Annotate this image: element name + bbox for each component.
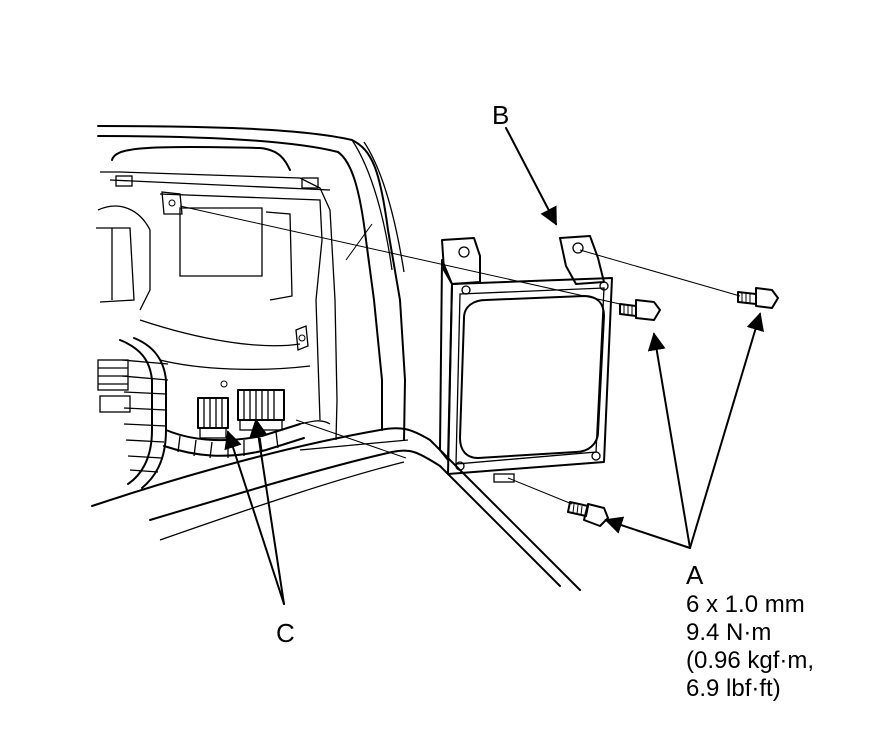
wire-harness xyxy=(97,337,331,489)
harness-connector-right xyxy=(237,389,285,431)
ecm-unit xyxy=(439,235,613,483)
bolt-upper-left xyxy=(619,299,661,321)
leader-arrows xyxy=(224,127,764,605)
callout-a-spec-3: (0.96 kgf·m, xyxy=(686,647,814,674)
harness-connector-left xyxy=(197,397,229,439)
callout-b-label: B xyxy=(492,100,509,130)
callout-a-spec-2: 9.4 N·m xyxy=(686,619,771,646)
callout-c-label: C xyxy=(276,618,295,648)
callout-a-spec-1: 6 x 1.0 mm xyxy=(686,591,805,618)
callout-a-label: A xyxy=(686,560,704,590)
callout-a-spec-4: 6.9 lbf·ft) xyxy=(686,675,781,702)
vehicle-body-panel xyxy=(91,125,581,591)
bolt-lower xyxy=(567,501,609,527)
bolt-upper-right xyxy=(737,287,779,309)
alignment-lines xyxy=(179,205,741,505)
